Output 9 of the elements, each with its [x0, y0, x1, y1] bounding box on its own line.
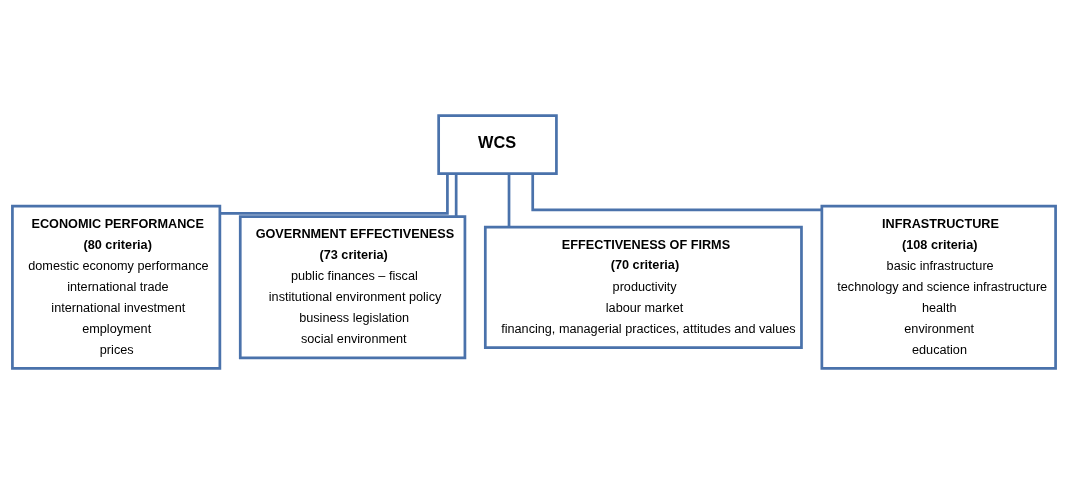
node-box: INFRASTRUCTURE (108 criteria) basic infrastructure technology and science infrastructure health environment education — [820, 204, 1057, 370]
connector — [454, 173, 458, 217]
connector — [531, 173, 822, 212]
node-box: EFFECTIVENESS OF FIRMS (70 criteria) productivity labour market financing, managerial practices, attitudes and values — [483, 225, 803, 349]
connector — [220, 173, 449, 215]
node-box: GOVERNMENT EFFECTIVENESS (73 criteria) public finances – fiscal institutional environment policy business legislation social environment — [238, 215, 467, 360]
node-box: ECONOMIC PERFORMANCE (80 criteria) domestic economy performance international trade international investment employment prices — [11, 204, 222, 370]
node-box: WCS — [437, 114, 558, 175]
connector — [507, 173, 511, 227]
